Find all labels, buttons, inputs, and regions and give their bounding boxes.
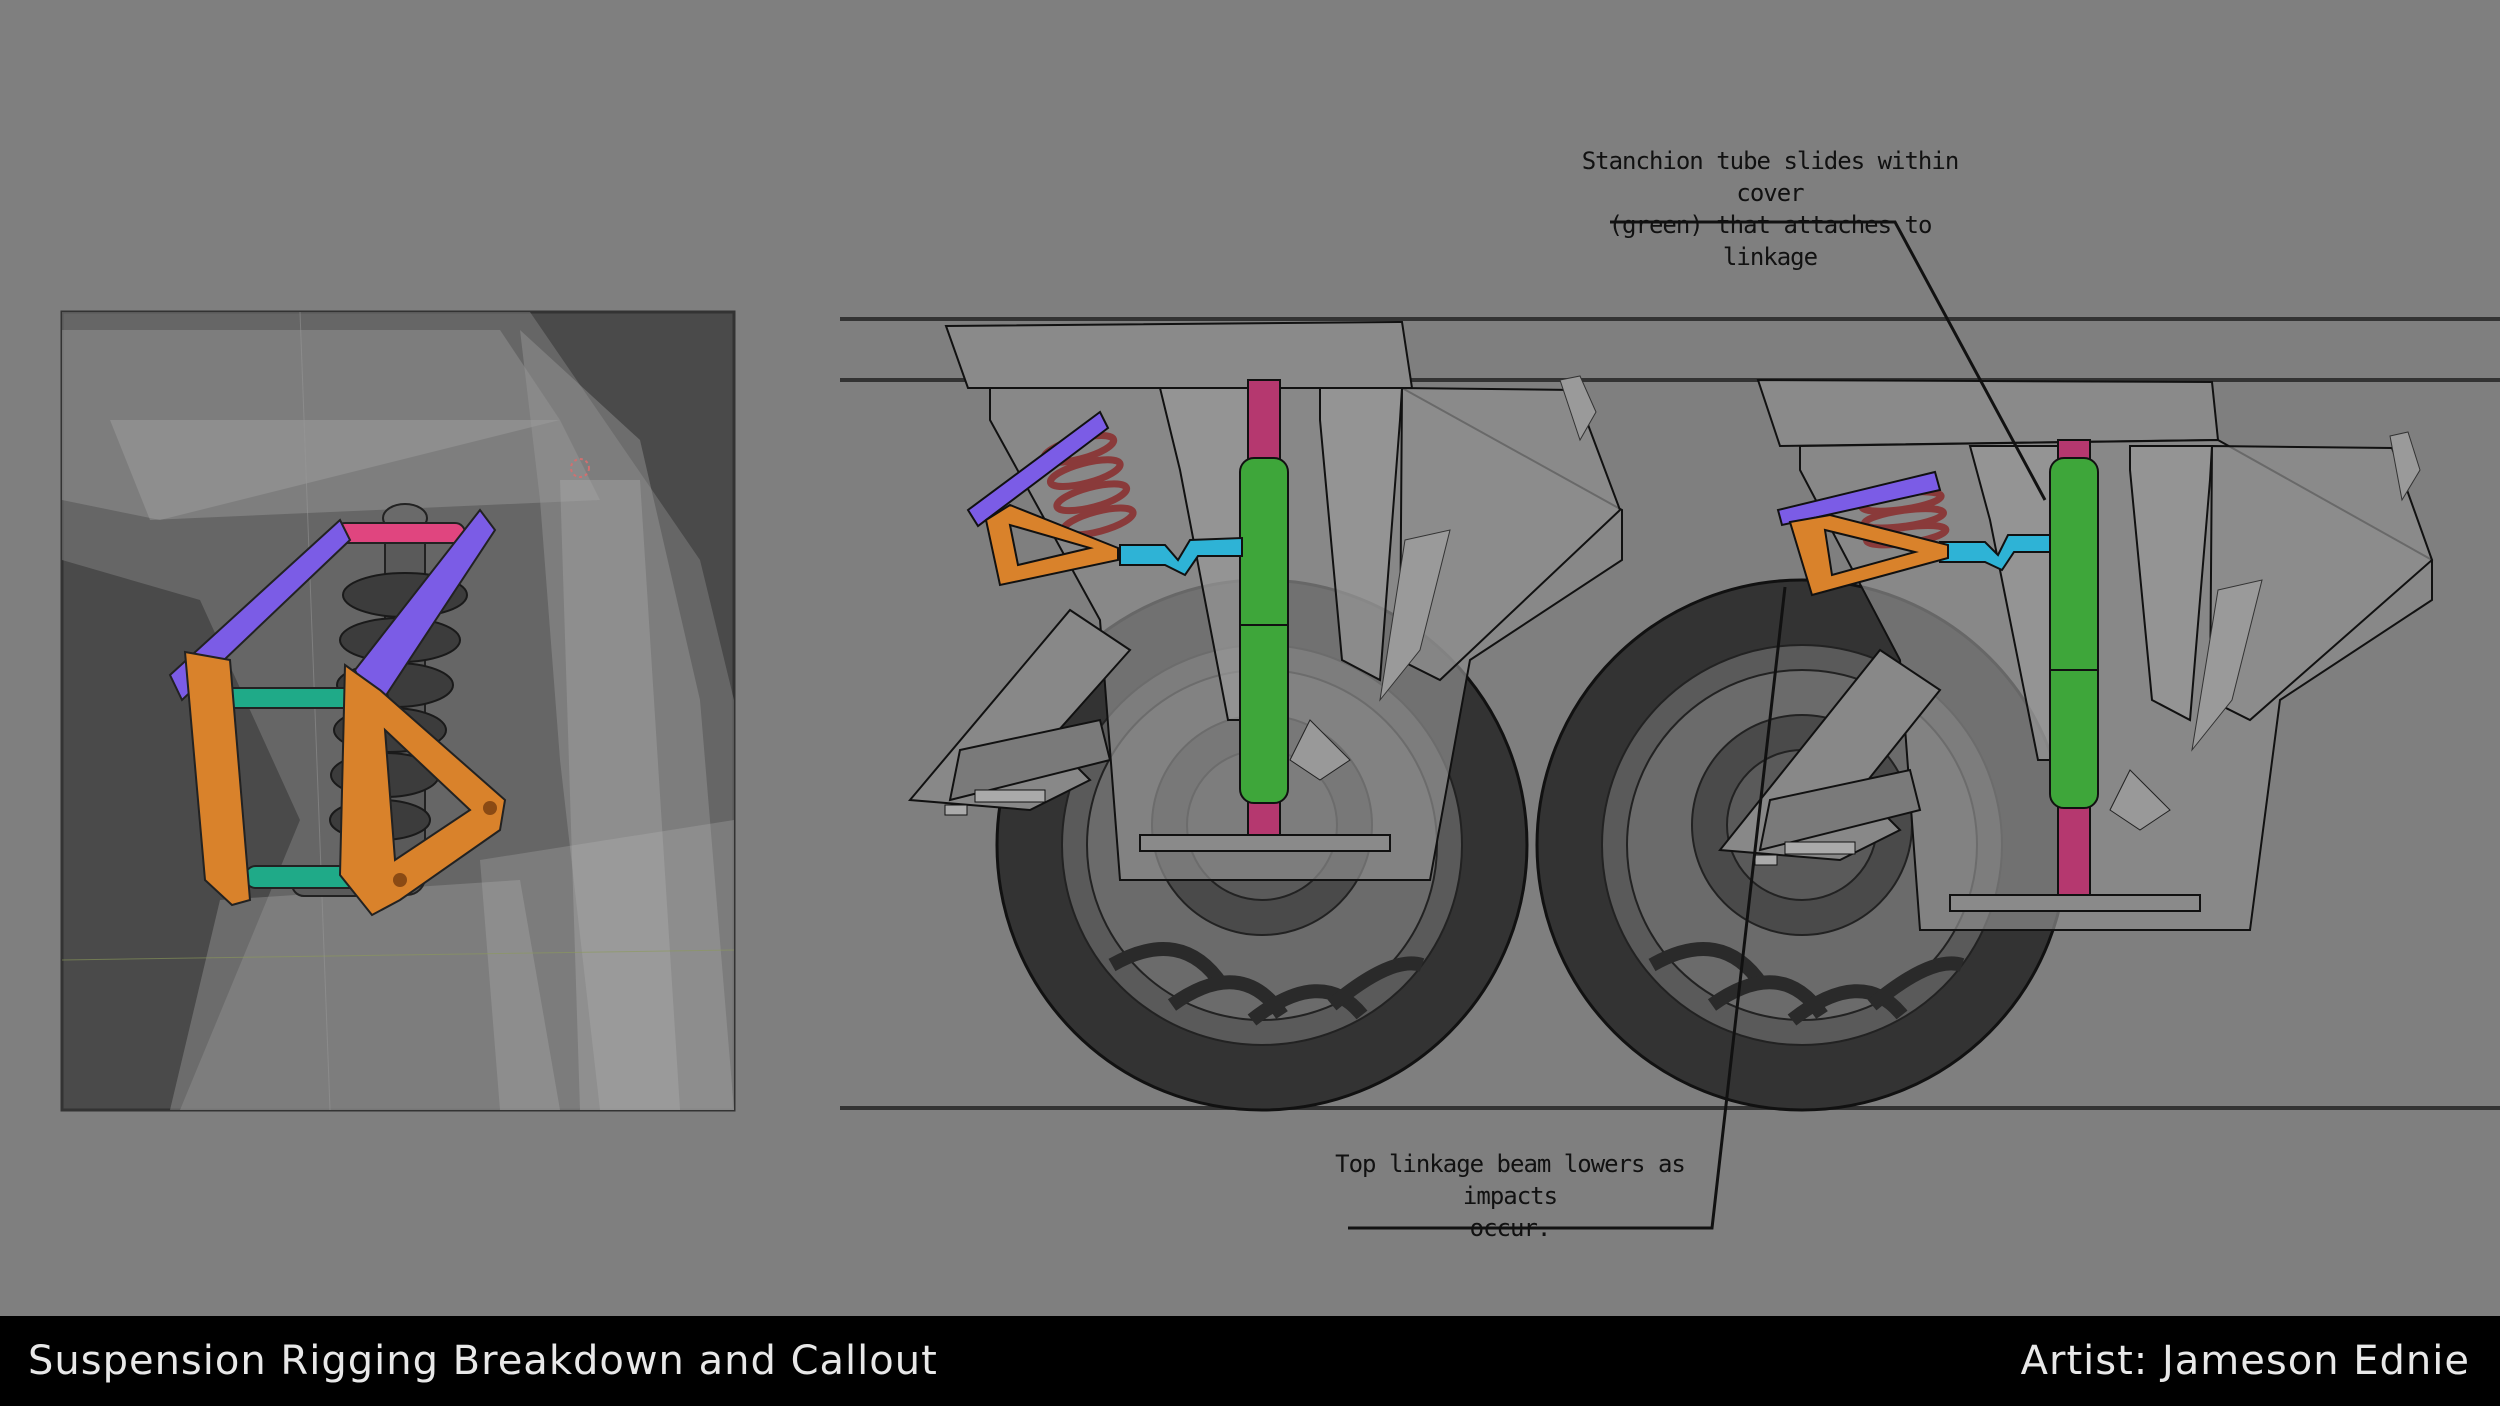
suspension-extended <box>907 320 1623 1110</box>
cursor-icon <box>570 458 590 478</box>
footer-title: Suspension Rigging Breakdown and Callout <box>28 1338 938 1384</box>
top-linkage-beam <box>966 410 1110 528</box>
callout-linkage: Top linkage beam lowers as impacts occur… <box>1300 1148 1720 1244</box>
callout-stanchion-line1: Stanchion tube slides within cover <box>1581 147 1960 207</box>
footer-bar: Suspension Rigging Breakdown and Callout… <box>0 1316 2500 1406</box>
stanchion-cover <box>2049 457 2099 809</box>
orange-bracket-right <box>338 663 507 917</box>
upper-housing <box>944 320 1414 389</box>
callout-leader-stanchion <box>1610 220 2047 501</box>
purple-beam-left <box>168 518 352 702</box>
suspension-compressed <box>1537 378 2434 1110</box>
footer-artist-credit: Artist: Jameson Ednie <box>2020 1338 2470 1384</box>
top-pin-pink <box>334 522 466 544</box>
linkage-arm-cyan <box>1939 534 2051 572</box>
orange-bracket <box>984 503 1119 587</box>
callout-linkage-line1: Top linkage beam lowers as impacts <box>1335 1150 1686 1210</box>
orange-bracket-left <box>183 650 252 907</box>
top-linkage-beam <box>1776 470 1942 527</box>
orange-bracket <box>1788 513 1949 597</box>
callout-stanchion: Stanchion tube slides within cover (gree… <box>1560 145 1980 273</box>
upper-housing <box>1756 378 2220 448</box>
linkage-arm-cyan <box>1119 536 1243 577</box>
callout-stanchion-line2: (green) that attaches to linkage <box>1608 211 1933 271</box>
viewport-3d <box>60 310 736 1112</box>
callout-leader-linkage <box>1348 586 1787 1230</box>
stanchion-cover <box>1239 457 1289 804</box>
callout-linkage-line2: occur. <box>1469 1214 1552 1242</box>
